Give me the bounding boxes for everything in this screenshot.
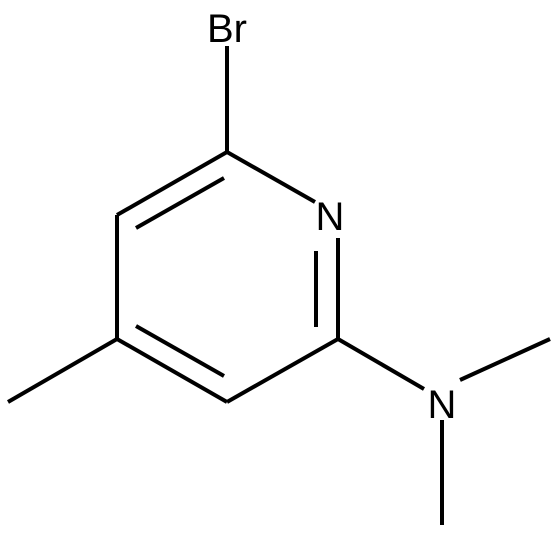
atom-label-n-amine: N	[428, 383, 457, 427]
atom-label-n-ring: N	[316, 195, 345, 239]
atom-label-br: Br	[207, 7, 247, 51]
bond-c4-methyl	[6, 337, 119, 404]
bond-c6-n1	[226, 150, 316, 204]
bond-c3-c4-double	[135, 324, 225, 378]
bond-c2-n-amine	[336, 337, 426, 391]
bond-c5-c6-double	[135, 176, 225, 230]
bond-c2-c3	[226, 337, 339, 404]
bond-c3-c4	[116, 337, 228, 404]
bond-n-amine-methyl-1	[459, 337, 551, 382]
bond-c5-c6	[116, 150, 228, 217]
